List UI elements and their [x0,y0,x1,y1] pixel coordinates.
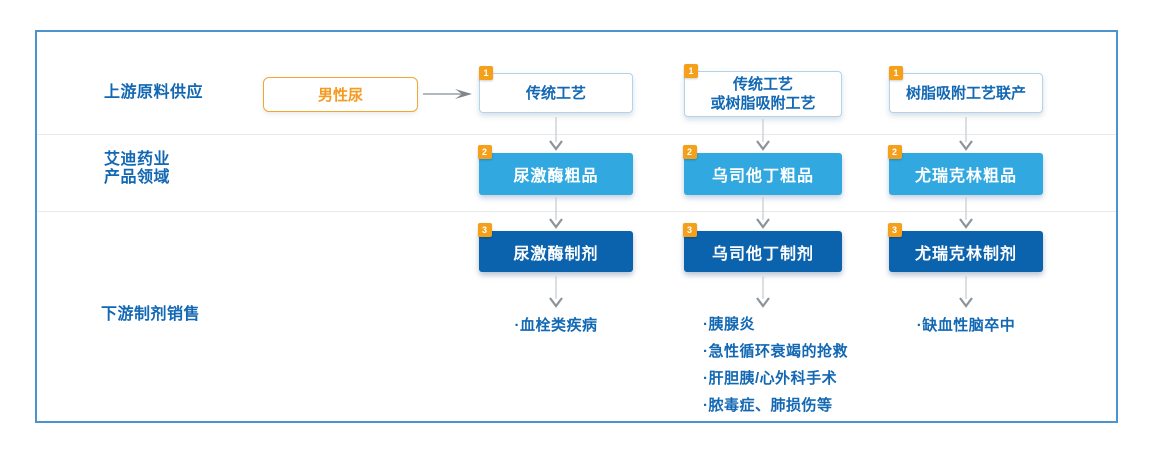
indication-item: ·急性循环衰竭的抢救 [703,343,848,360]
arrow-down-icon [756,197,770,229]
formulation-box-urokinase: 3 尿激酶制剂 [478,223,633,272]
arrow-down-icon [959,117,973,151]
step-1-badge: 1 [684,64,698,78]
arrow-down-icon [549,197,563,229]
step-2-badge: 2 [478,145,492,159]
formulation-box-urokinase-label: 尿激酶制剂 [513,245,599,263]
arrow-down-icon [549,276,563,308]
arrow-down-icon [549,117,563,151]
process-box-urokinase-label: 传统工艺 [525,84,586,102]
indication-kallidinogenase: ·缺血性脑卒中 [916,317,1016,334]
row-divider-upper [37,134,1116,135]
step-2-badge: 2 [683,145,697,159]
row-label-upstream: 上游原料供应 [104,84,204,101]
arrow-down-icon [756,276,770,308]
row-divider-lower [37,211,1116,212]
crude-box-urokinase: 2 尿激酶粗品 [478,145,633,195]
row-label-downstream: 下游制剂销售 [101,306,201,323]
formulation-box-kallidinogenase-label: 尤瑞克林制剂 [914,245,1017,263]
formulation-box-kallidinogenase: 3 尤瑞克林制剂 [888,223,1043,272]
arrow-right-icon [423,89,472,99]
process-box-urokinase: 1 传统工艺 [479,66,633,113]
crude-box-kallidinogenase-label: 尤瑞克林粗品 [914,168,1017,185]
crude-box-kallidinogenase: 2 尤瑞克林粗品 [888,145,1043,195]
process-box-kallidinogenase-label: 树脂吸附工艺联产 [905,84,1026,102]
process-box-kallidinogenase: 1 树脂吸附工艺联产 [889,66,1043,113]
indication-urokinase: ·血栓类疾病 [514,317,598,334]
row-label-company: 艾迪药业 产品领域 [104,151,170,187]
arrow-down-icon [959,197,973,229]
step-3-badge: 3 [888,223,902,237]
process-box-ulinastatin-line1: 传统工艺 [732,76,793,93]
row-label-company-line1: 艾迪药业 [104,151,171,168]
step-2-badge: 2 [888,145,902,159]
crude-box-ulinastatin: 2 乌司他丁粗品 [683,145,842,195]
indication-item: ·胰腺炎 [703,316,755,333]
row-label-company-line2: 产品领域 [104,169,171,186]
step-3-badge: 3 [478,223,492,237]
indication-list-ulinastatin: ·胰腺炎 ·急性循环衰竭的抢救 ·肝胆胰/心外科手术 ·脓毒症、肺损伤等 [703,311,848,419]
formulation-box-ulinastatin: 3 乌司他丁制剂 [683,223,842,272]
crude-box-urokinase-label: 尿激酶粗品 [513,168,599,185]
step-3-badge: 3 [683,223,697,237]
step-1-badge: 1 [479,66,493,80]
process-box-ulinastatin-line2: 或树脂吸附工艺 [710,95,816,112]
source-box-male-urine: 男性尿 [263,77,418,112]
step-1-badge: 1 [889,66,903,80]
indication-item: ·脓毒症、肺损伤等 [703,397,833,414]
arrow-down-icon [959,276,973,308]
formulation-box-ulinastatin-label: 乌司他丁制剂 [711,245,814,263]
arrow-down-icon [756,119,770,151]
indication-item: ·肝胆胰/心外科手术 [703,370,838,387]
source-box-label: 男性尿 [317,87,363,104]
process-box-ulinastatin: 1 传统工艺 或树脂吸附工艺 [684,64,842,117]
crude-box-ulinastatin-label: 乌司他丁粗品 [711,168,814,185]
